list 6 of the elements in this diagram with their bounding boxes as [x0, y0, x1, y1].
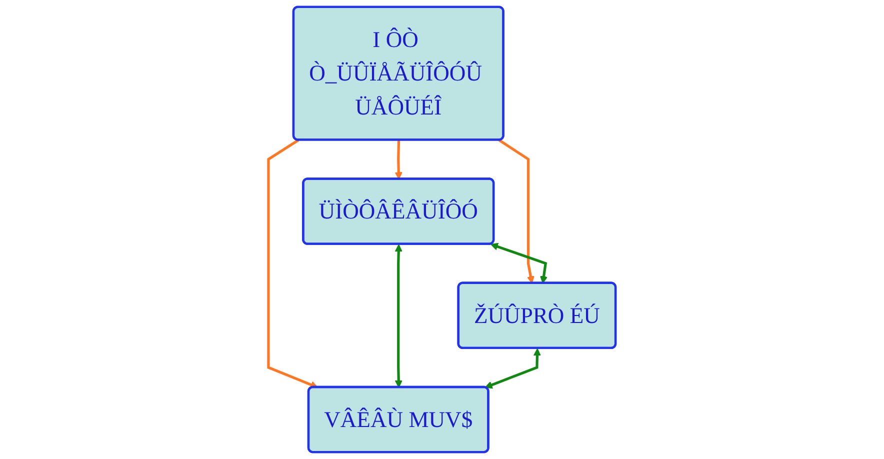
arrow [267, 139, 318, 388]
arrow [498, 139, 534, 284]
arrow [394, 140, 402, 180]
arrow [394, 244, 402, 388]
arrow [490, 242, 548, 284]
arrow [484, 348, 542, 389]
